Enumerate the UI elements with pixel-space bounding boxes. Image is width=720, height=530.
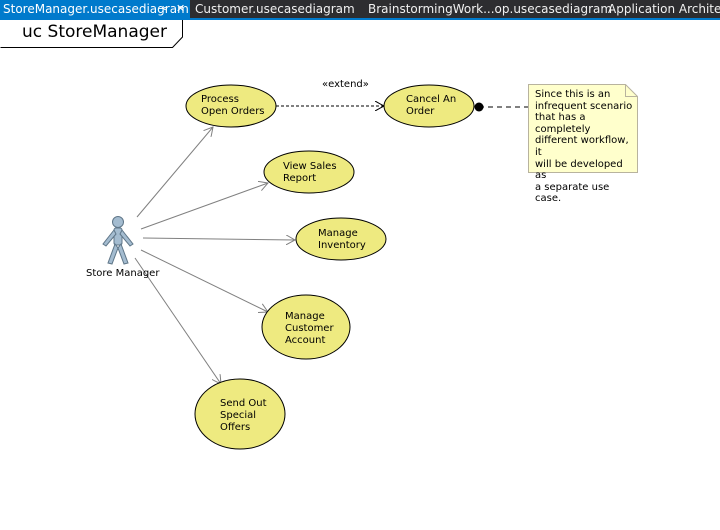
comment-note[interactable] (528, 84, 638, 173)
use-case-label-manage-inventory: Manage Inventory (318, 228, 366, 251)
note-folded-corner (625, 84, 638, 97)
association-view-sales-report[interactable] (140, 183, 268, 230)
tab-label: Application Architecture (608, 2, 720, 16)
use-case-process-open-orders[interactable] (185, 84, 277, 128)
use-case-label-process-open-orders: Process Open Orders (201, 94, 265, 117)
use-case-label-send-out-special-offers: Send Out Special Offers (220, 398, 267, 433)
note-text: Since this is an infrequent scenario tha… (535, 89, 633, 205)
extend-stereotype-label: «extend» (322, 79, 369, 90)
tab-brainstorming-usecasediagram[interactable]: BrainstormingWork...op.usecasediagram (365, 0, 612, 18)
tab-storemanager-usecasediagram[interactable]: StoreManager.usecasediagram ⊸ ✕ (0, 0, 190, 18)
use-case-label-view-sales-report: View Sales Report (283, 161, 337, 184)
tab-application-architecture[interactable]: Application Architecture (605, 0, 720, 18)
use-case-cancel-an-order[interactable] (383, 84, 475, 128)
tab-label: Customer.usecasediagram (195, 2, 355, 16)
association-process-open-orders[interactable] (136, 127, 213, 218)
use-case-manage-inventory[interactable] (295, 217, 387, 261)
actor-name-label: Store Manager (86, 268, 160, 279)
association-send-out-special-offers[interactable] (134, 257, 221, 384)
pin-icon[interactable]: ⊸ (158, 2, 168, 15)
use-case-label-manage-customer-account: Manage Customer Account (285, 311, 334, 346)
tab-customer-usecasediagram[interactable]: Customer.usecasediagram (192, 0, 362, 18)
association-manage-inventory[interactable] (142, 238, 295, 240)
actor-store-manager-figure[interactable] (102, 216, 134, 265)
note-anchor-dot (474, 102, 484, 112)
use-case-label-cancel-an-order: Cancel An Order (406, 94, 457, 117)
use-case-send-out-special-offers[interactable] (194, 378, 286, 450)
association-manage-customer-account[interactable] (140, 249, 268, 312)
tab-label: BrainstormingWork...op.usecasediagram (368, 2, 613, 16)
tab-accent-line (0, 18, 720, 20)
close-icon[interactable]: ✕ (176, 2, 186, 15)
tab-label: StoreManager.usecasediagram (3, 2, 189, 16)
diagram-frame-header (0, 20, 183, 48)
use-case-manage-customer-account[interactable] (261, 294, 351, 360)
document-tab-bar: StoreManager.usecasediagram ⊸ ✕ Customer… (0, 0, 720, 18)
diagram-frame-title: uc StoreManager (22, 22, 167, 42)
use-case-view-sales-report[interactable] (263, 150, 355, 194)
